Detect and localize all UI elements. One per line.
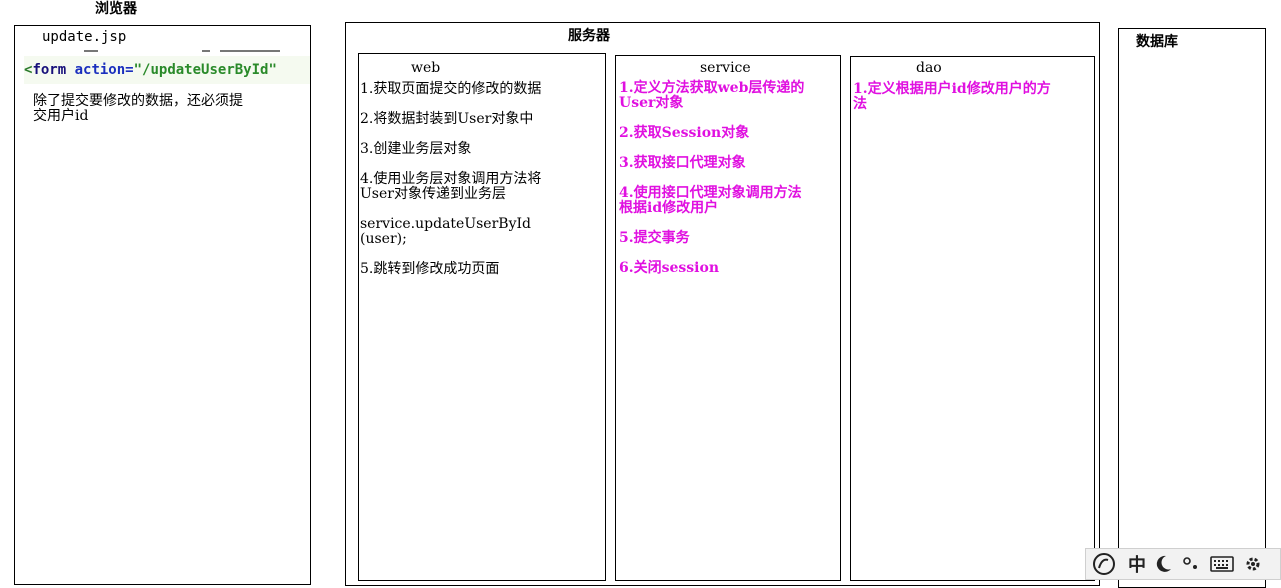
dao-title: dao (916, 60, 942, 76)
web-step-3-line-1: 3.创建业务层对象 (360, 141, 472, 157)
ime-toolbar[interactable]: 中 (1085, 548, 1281, 580)
web-box (358, 53, 606, 581)
web-step-5-line-1: service.updateUserById (360, 216, 531, 232)
code-attr: action= (74, 62, 134, 78)
web-step-6-line-1: 5.跳转到修改成功页面 (360, 261, 500, 277)
dao-step-1-line-1: 1.定义根据用户id修改用户的方 (853, 81, 1051, 97)
code-lt: < (24, 62, 33, 78)
browser-note-line2: 交用户id (33, 108, 89, 124)
service-step-3-line-1: 3.获取接口代理对象 (619, 155, 746, 171)
browser-note-line1: 除了提交要修改的数据，还必须提 (33, 93, 243, 109)
gear-icon[interactable] (1244, 555, 1262, 573)
moon-icon[interactable] (1156, 555, 1172, 573)
server-title: 服务器 (568, 28, 610, 44)
web-title: web (411, 60, 441, 76)
dao-box (850, 56, 1095, 581)
web-step-5-line-2: (user); (360, 231, 407, 247)
service-step-4-line-2: 根据id修改用户 (619, 200, 719, 216)
ime-language-toggle[interactable]: 中 (1128, 555, 1146, 576)
service-step-4-line-1: 4.使用接口代理对象调用方法 (619, 185, 802, 201)
service-step-5-line-1: 5.提交事务 (619, 230, 690, 246)
browser-title: 浏览器 (95, 1, 137, 17)
jsp-filename: update.jsp (42, 29, 127, 45)
service-title: service (700, 60, 751, 76)
service-step-6-line-1: 6.关闭session (619, 260, 720, 276)
web-step-4-line-2: User对象传递到业务层 (360, 186, 506, 202)
web-step-2-line-1: 2.将数据封装到User对象中 (360, 111, 534, 127)
code-cut-line (24, 50, 310, 56)
database-box (1118, 28, 1266, 588)
service-step-2-line-1: 2.获取Session对象 (619, 125, 750, 141)
service-step-1-line-2: User对象 (619, 95, 684, 111)
dao-step-1-line-2: 法 (853, 96, 867, 112)
service-step-1-line-1: 1.定义方法获取web层传递的 (619, 80, 805, 96)
punctuation-icon[interactable] (1182, 555, 1200, 573)
web-step-1-line-1: 1.获取页面提交的修改的数据 (360, 81, 542, 97)
browser-box (14, 25, 311, 585)
keyboard-icon[interactable] (1210, 556, 1234, 572)
code-tag: form (32, 62, 67, 78)
database-title: 数据库 (1136, 34, 1178, 50)
ime-logo-icon[interactable] (1092, 552, 1118, 576)
web-step-4-line-1: 4.使用业务层对象调用方法将 (360, 171, 542, 187)
code-value: "/updateUserById" (133, 62, 277, 78)
service-box (615, 55, 841, 581)
code-snippet: <form action="/updateUserById" (24, 56, 310, 84)
